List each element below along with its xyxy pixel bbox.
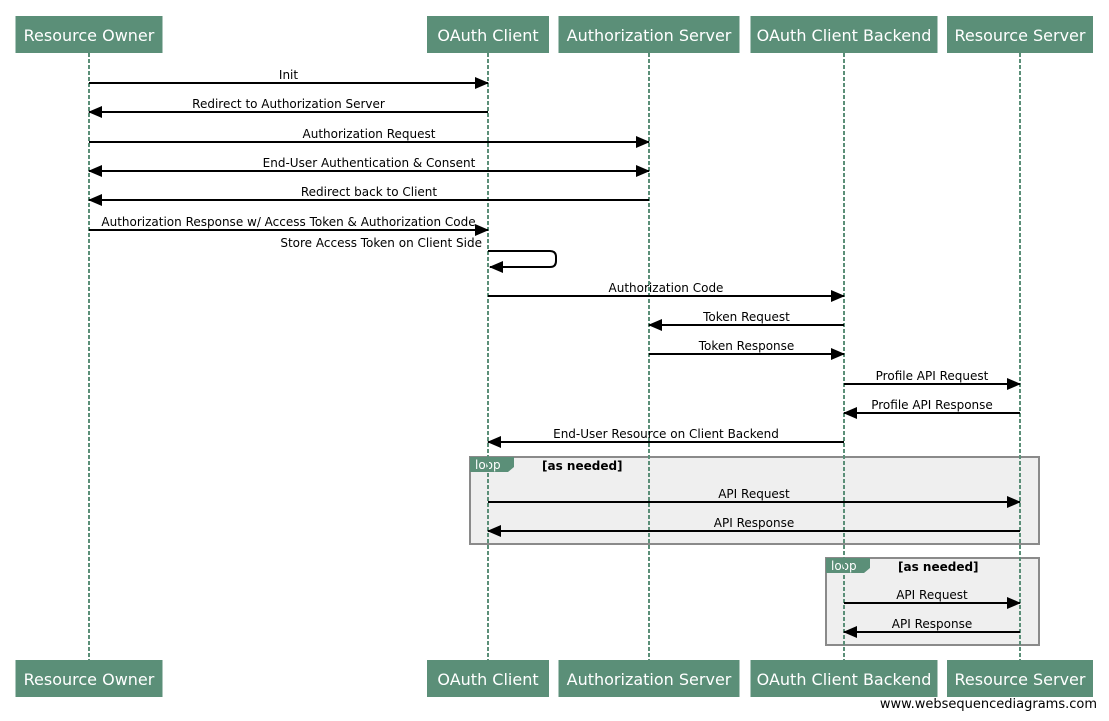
actor-label: OAuth Client Backend (757, 670, 932, 689)
actor-label: OAuth Client Backend (757, 26, 932, 45)
message-label: Authorization Request (303, 127, 436, 141)
actor-rs-bottom: Resource Server (947, 660, 1093, 697)
message-arrow: Redirect back to Client (88, 185, 649, 206)
message-label: Authorization Code (609, 281, 724, 295)
actor-box (15, 660, 163, 697)
message-label: End-User Resource on Client Backend (553, 427, 779, 441)
actor-as-top: Authorization Server (558, 16, 740, 53)
actor-oc-bottom: OAuth Client (427, 660, 549, 697)
message-label: Init (279, 68, 298, 82)
actor-box (427, 660, 549, 697)
actor-label: Authorization Server (567, 670, 732, 689)
loop-frame-box (825, 557, 1040, 646)
message-arrow: Authorization Code (488, 281, 845, 302)
actor-ocb-bottom: OAuth Client Backend (750, 660, 938, 697)
actor-label: OAuth Client (437, 670, 538, 689)
message-label: API Response (892, 617, 972, 631)
message-arrow: API Request (488, 487, 1021, 508)
message-arrow: Profile API Response (843, 398, 1020, 419)
message-arrow: Token Request (648, 310, 844, 331)
message-arrow: Authorization Response w/ Access Token &… (89, 215, 489, 236)
actor-as-bottom: Authorization Server (558, 660, 740, 697)
message-arrow: Init (89, 68, 489, 89)
actor-oc-top: OAuth Client (427, 16, 549, 53)
message-arrow: End-User Authentication & Consent (88, 156, 650, 177)
actor-ro-top: Resource Owner (15, 16, 163, 53)
message-arrow: Token Response (649, 339, 845, 360)
message-arrow: API Response (487, 516, 1020, 537)
actor-label: Resource Owner (24, 26, 155, 45)
message-arrow: Profile API Request (844, 369, 1021, 390)
message-label: API Response (714, 516, 794, 530)
message-arrow: API Request (844, 588, 1021, 609)
message-label: Token Response (698, 339, 795, 353)
actor-box (558, 16, 740, 53)
loop-frame-box (469, 456, 1040, 545)
loop-frame: loop[as needed] (469, 456, 1040, 545)
actor-box (750, 660, 938, 697)
actor-ocb-top: OAuth Client Backend (750, 16, 938, 53)
message-arrow: Authorization Request (89, 127, 650, 148)
message-arrow: Store Access Token on Client Side (280, 236, 557, 273)
message-label: Profile API Response (871, 398, 993, 412)
actor-ro-bottom: Resource Owner (15, 660, 163, 697)
message-arrow: API Response (843, 617, 1020, 638)
message-arrow: Redirect to Authorization Server (88, 97, 488, 118)
actor-label: Resource Server (955, 670, 1086, 689)
loop-condition: [as needed] (898, 560, 979, 574)
loop-frame: loop[as needed] (825, 557, 1040, 646)
actor-label: OAuth Client (437, 26, 538, 45)
loop-tab (826, 558, 870, 573)
message-label: API Request (718, 487, 790, 501)
message-arrow: End-User Resource on Client Backend (487, 427, 844, 448)
message-label: Token Request (702, 310, 790, 324)
actor-box (750, 16, 938, 53)
message-label: Profile API Request (876, 369, 989, 383)
actor-box (947, 16, 1093, 53)
actor-label: Authorization Server (567, 26, 732, 45)
actor-rs-top: Resource Server (947, 16, 1093, 53)
loop-tab (470, 457, 514, 472)
message-label: API Request (896, 588, 968, 602)
self-message-line (488, 250, 557, 273)
message-label: End-User Authentication & Consent (263, 156, 476, 170)
actor-box (947, 660, 1093, 697)
actor-box (558, 660, 740, 697)
actor-box (427, 16, 549, 53)
actor-label: Resource Server (955, 26, 1086, 45)
actor-label: Resource Owner (24, 670, 155, 689)
message-label: Store Access Token on Client Side (280, 236, 482, 250)
watermark[interactable]: www.websequencediagrams.com (879, 697, 1097, 712)
message-label: Authorization Response w/ Access Token &… (101, 215, 475, 229)
actor-box (15, 16, 163, 53)
message-label: Redirect to Authorization Server (192, 97, 385, 111)
message-label: Redirect back to Client (301, 185, 438, 199)
loop-condition: [as needed] (542, 459, 623, 473)
